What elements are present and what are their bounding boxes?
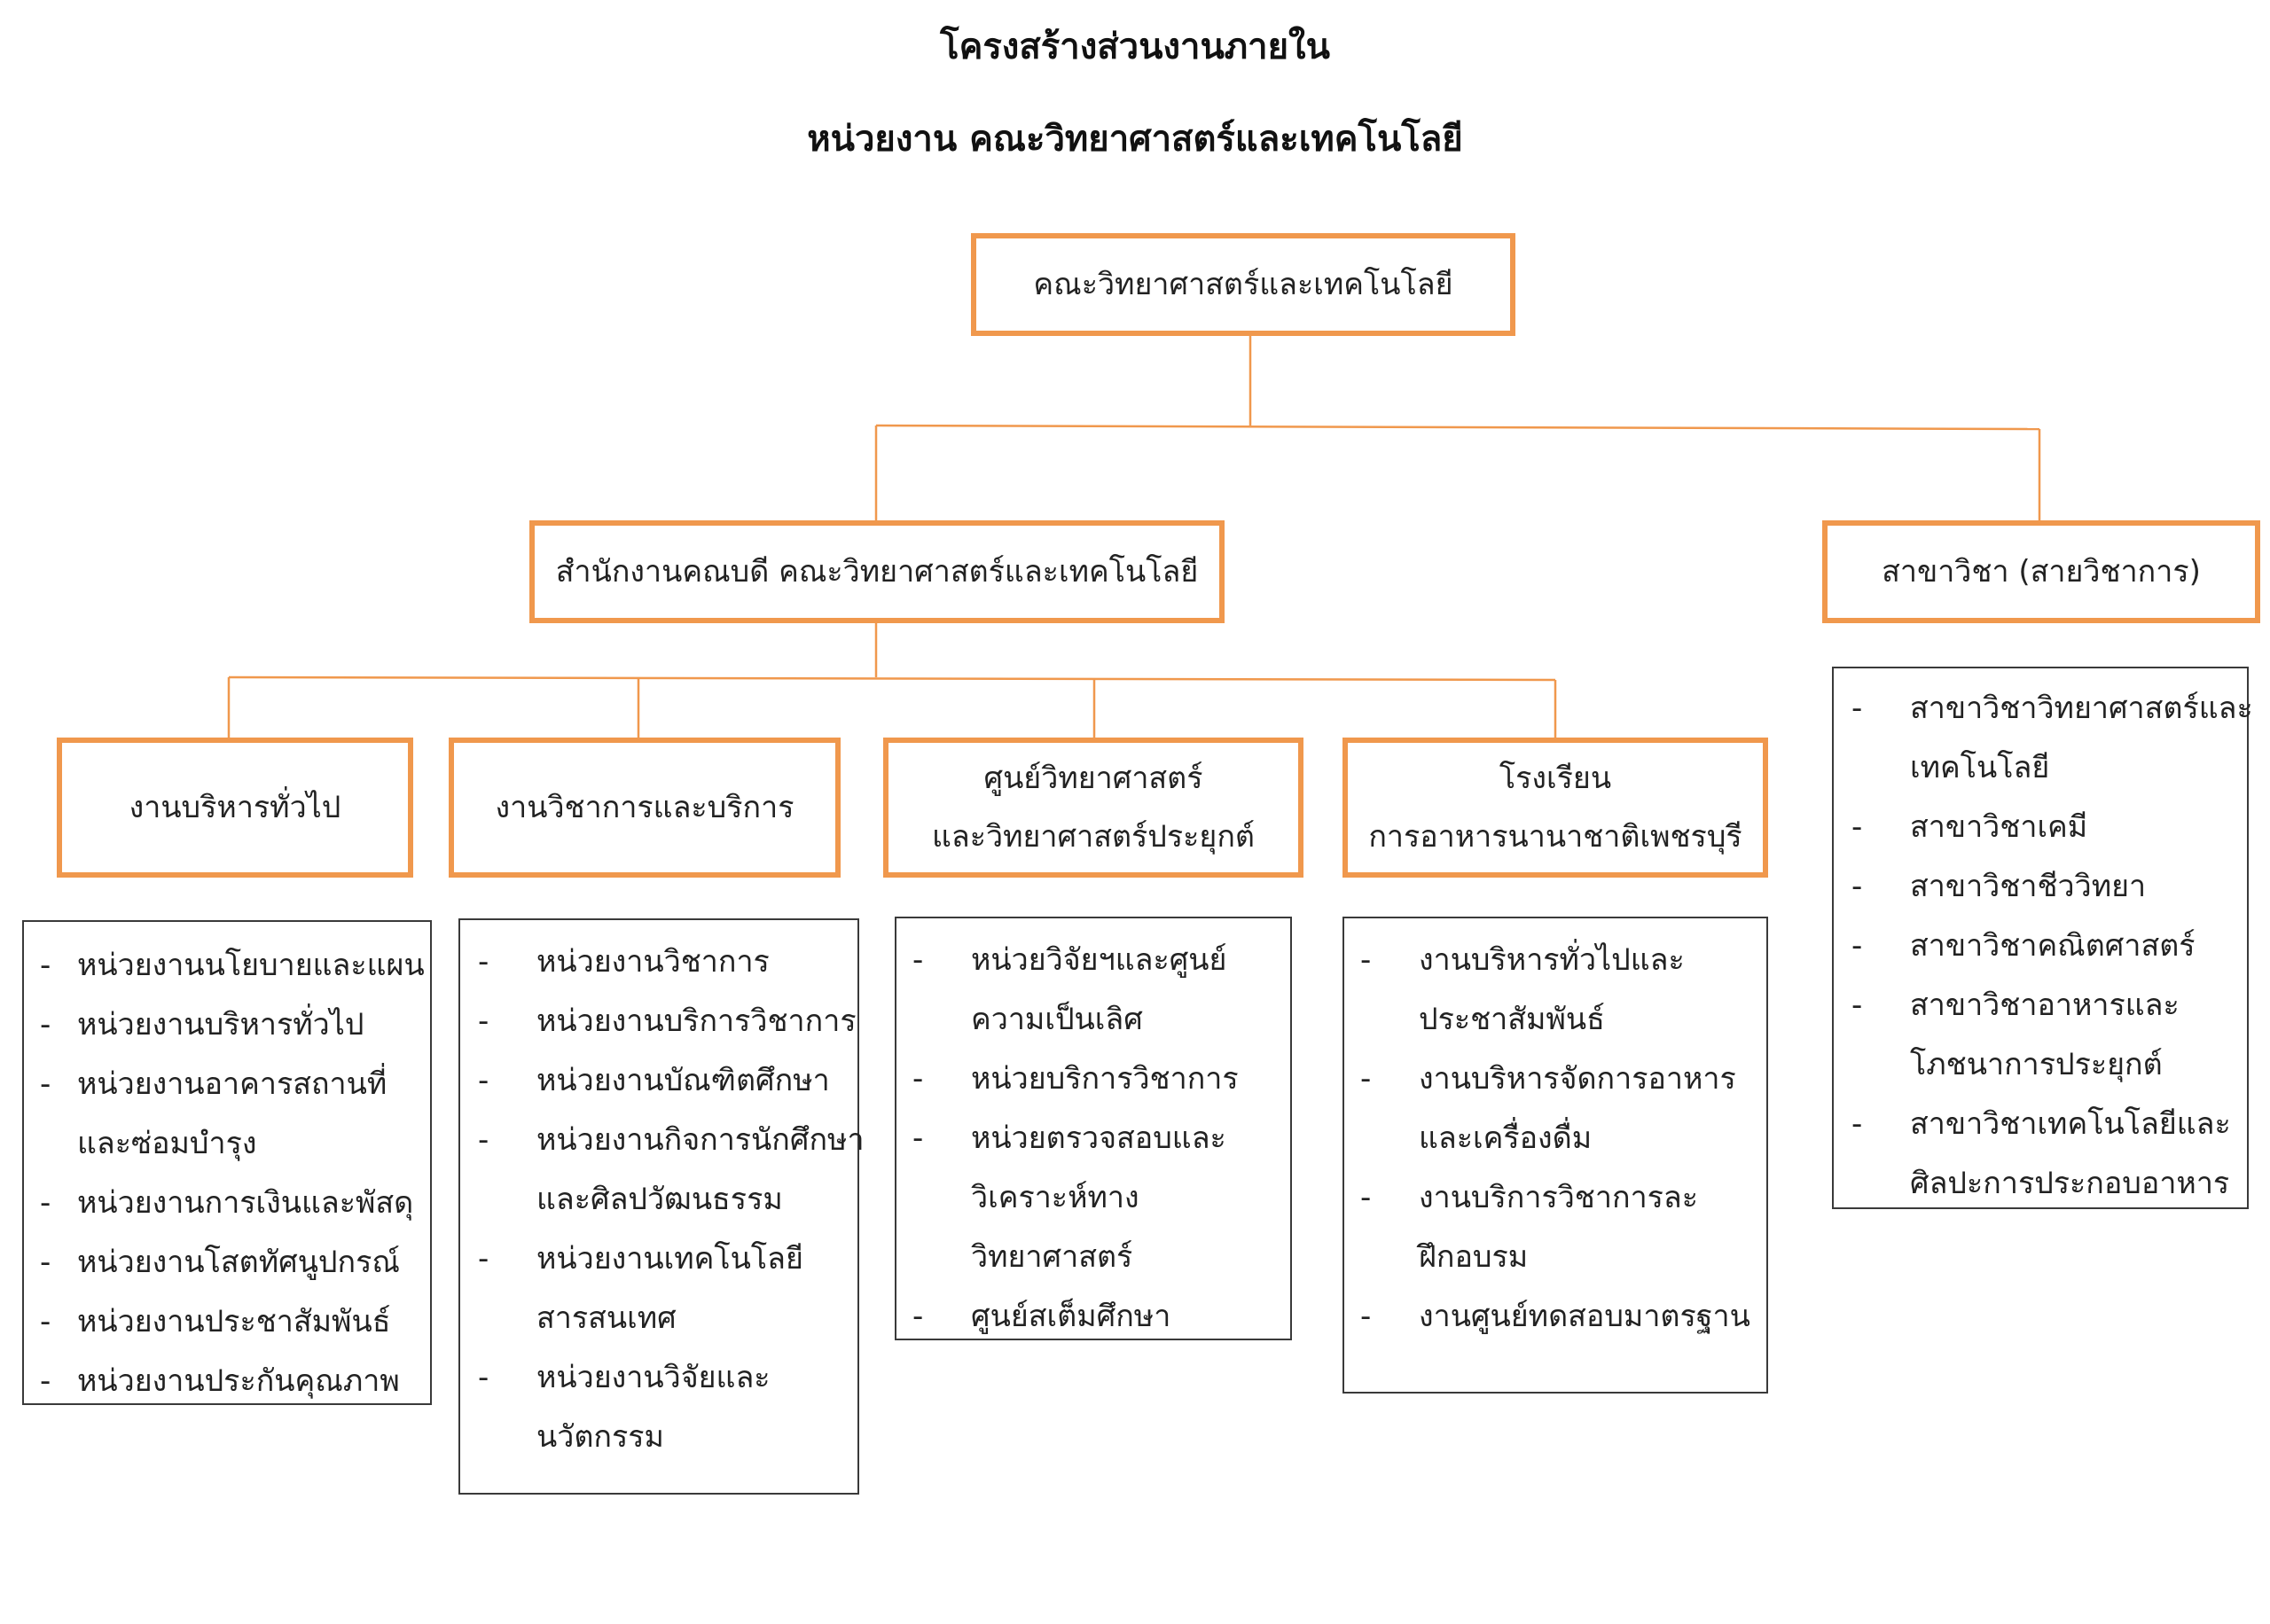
dept-center-label-line1: ศูนย์วิทยาศาสตร์: [983, 761, 1203, 796]
list-item: -หน่วยงานวิชาการ: [478, 944, 770, 980]
list-item: -งานบริหารจัดการอาหารและเครื่องดื่ม: [1360, 1061, 1736, 1156]
list-item: -หน่วยงานประชาสัมพันธ์: [40, 1304, 391, 1339]
dept-school-label-line2: การอาหารนานาชาติเพชรบุรี: [1368, 819, 1742, 855]
list-item: -งานบริการวิชาการละฝึกอบรม: [1360, 1180, 1699, 1275]
list-item: -หน่วยตรวจสอบและวิเคราะห์ทางวิทยาศาสตร์: [912, 1120, 1226, 1275]
list-item: -หน่วยงานเทคโนโลยีสารสนเทศ: [478, 1241, 803, 1336]
dept-admin-label: งานบริหารทั่วไป: [129, 790, 341, 825]
dept-school-box: โรงเรียน การอาหารนานาชาติเพชรบุรี: [1342, 738, 1768, 878]
branch-list-box: -สาขาวิชาวิทยาศาสตร์และเทคโนโลยี -สาขาวิ…: [1832, 667, 2253, 1209]
list-item: -หน่วยบริการวิชาการ: [912, 1061, 1239, 1097]
list-item: -หน่วยงานอาคารสถานที่และซ่อมบำรุง: [40, 1066, 387, 1161]
dept-academic-label: งานวิชาการและบริการ: [495, 790, 794, 825]
list-item: -สาขาวิชาเทคโนโลยีและศิลปะการประกอบอาหาร: [1851, 1106, 2231, 1201]
connector-level1-bar: [875, 424, 2040, 431]
root-label: คณะวิทยาศาสตร์และเทคโนโลยี: [1033, 267, 1453, 302]
list-item: -ศูนย์สเต็มศึกษา: [912, 1299, 1171, 1334]
office-label: สำนักงานคณบดี คณะวิทยาศาสตร์และเทคโนโลยี: [555, 554, 1199, 589]
dept-center-list-box: -หน่วยวิจัยฯและศูนย์ความเป็นเลิศ -หน่วยบ…: [895, 917, 1292, 1340]
branch-label: สาขาวิชา (สายวิชาการ): [1882, 554, 2201, 589]
list-item: -งานบริหารทั่วไปและประชาสัมพันธ์: [1360, 942, 1685, 1037]
list-item: -หน่วยงานบริการวิชาการ: [478, 1003, 857, 1039]
dept-academic-list-box: -หน่วยงานวิชาการ -หน่วยงานบริการวิชาการ …: [458, 918, 865, 1495]
list-item: -งานศูนย์ทดสอบมาตรฐาน: [1360, 1299, 1750, 1334]
dept-admin-list-box: -หน่วยงานนโยบายและแผน -หน่วยงานบริหารทั่…: [22, 920, 432, 1405]
list-item: -หน่วยวิจัยฯและศูนย์ความเป็นเลิศ: [912, 942, 1227, 1037]
dept-center-box: ศูนย์วิทยาศาสตร์ และวิทยาศาสตร์ประยุกต์: [883, 738, 1303, 878]
connector-level2-bar: [228, 675, 1556, 682]
list-item: -หน่วยงานการเงินและพัสดุ: [40, 1185, 414, 1221]
list-item: -หน่วยงานโสตทัศนูปกรณ์: [40, 1245, 400, 1280]
list-item: -หน่วยงานบัณฑิตศึกษา: [478, 1063, 830, 1098]
list-item: -สาขาวิชาคณิตศาสตร์: [1851, 928, 2196, 964]
list-item: -หน่วยงานบริหารทั่วไป: [40, 1007, 364, 1042]
dept-school-label-line1: โรงเรียน: [1499, 761, 1612, 796]
branch-box: สาขาวิชา (สายวิชาการ): [1822, 520, 2260, 623]
office-box: สำนักงานคณบดี คณะวิทยาศาสตร์และเทคโนโลยี: [529, 520, 1225, 623]
dept-school-list-box: -งานบริหารทั่วไปและประชาสัมพันธ์ -งานบริ…: [1342, 917, 1768, 1394]
list-item: -สาขาวิชาเคมี: [1851, 809, 2088, 845]
dept-center-label-line2: และวิทยาศาสตร์ประยุกต์: [932, 819, 1255, 855]
dept-academic-box: งานวิชาการและบริการ: [449, 738, 841, 878]
list-item: -สาขาวิชาวิทยาศาสตร์และเทคโนโลยี: [1851, 691, 2253, 785]
list-item: -หน่วยงานวิจัยและนวัตกรรม: [478, 1360, 771, 1455]
list-item: -หน่วยงานนโยบายและแผน: [40, 948, 425, 983]
chart-title: โครงสร้างส่วนงานภายใน: [940, 27, 1330, 67]
list-item: -หน่วยงานกิจการนักศึกษาและศิลปวัฒนธรรม: [478, 1122, 865, 1217]
root-box: คณะวิทยาศาสตร์และเทคโนโลยี: [971, 233, 1515, 336]
dept-admin-box: งานบริหารทั่วไป: [57, 738, 413, 878]
chart-subtitle: หน่วยงาน คณะวิทยาศาสตร์และเทคโนโลยี: [807, 119, 1463, 160]
list-item: -หน่วยงานประกันคุณภาพ: [40, 1363, 400, 1399]
list-item: -สาขาวิชาชีววิทยา: [1851, 869, 2147, 904]
list-item: -สาขาวิชาอาหารและโภชนาการประยุกต์: [1851, 988, 2180, 1082]
